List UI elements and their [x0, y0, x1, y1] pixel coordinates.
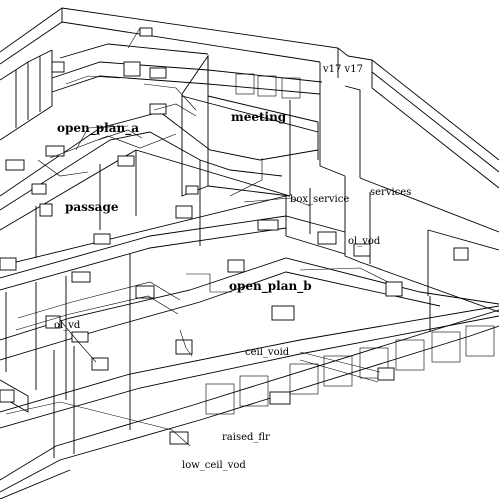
- ducts-and-boxes: [0, 27, 469, 447]
- label-box-service: box_service: [290, 194, 349, 205]
- label-v17: v17 v17: [322, 64, 363, 75]
- upper-floor: [0, 43, 323, 258]
- label-open-plan-a: open_plan_a: [57, 121, 139, 136]
- label-ceil-void: ceil_void: [245, 347, 290, 358]
- label-passage: passage: [65, 200, 119, 214]
- label-fragment-upper: ol_vod: [348, 236, 381, 247]
- label-meeting: meeting: [231, 110, 287, 124]
- label-fragment-lower: ol_vd: [54, 320, 81, 331]
- label-low-ceil-vod: low_ceil_vod: [182, 460, 246, 471]
- building-envelope: [0, 7, 499, 499]
- zone-labels: v17 v17 open_plan_a meeting passage box_…: [54, 64, 411, 471]
- label-raised-flr: raised_flr: [222, 432, 270, 443]
- label-services: services: [370, 187, 411, 198]
- label-open-plan-b: open_plan_b: [229, 279, 312, 294]
